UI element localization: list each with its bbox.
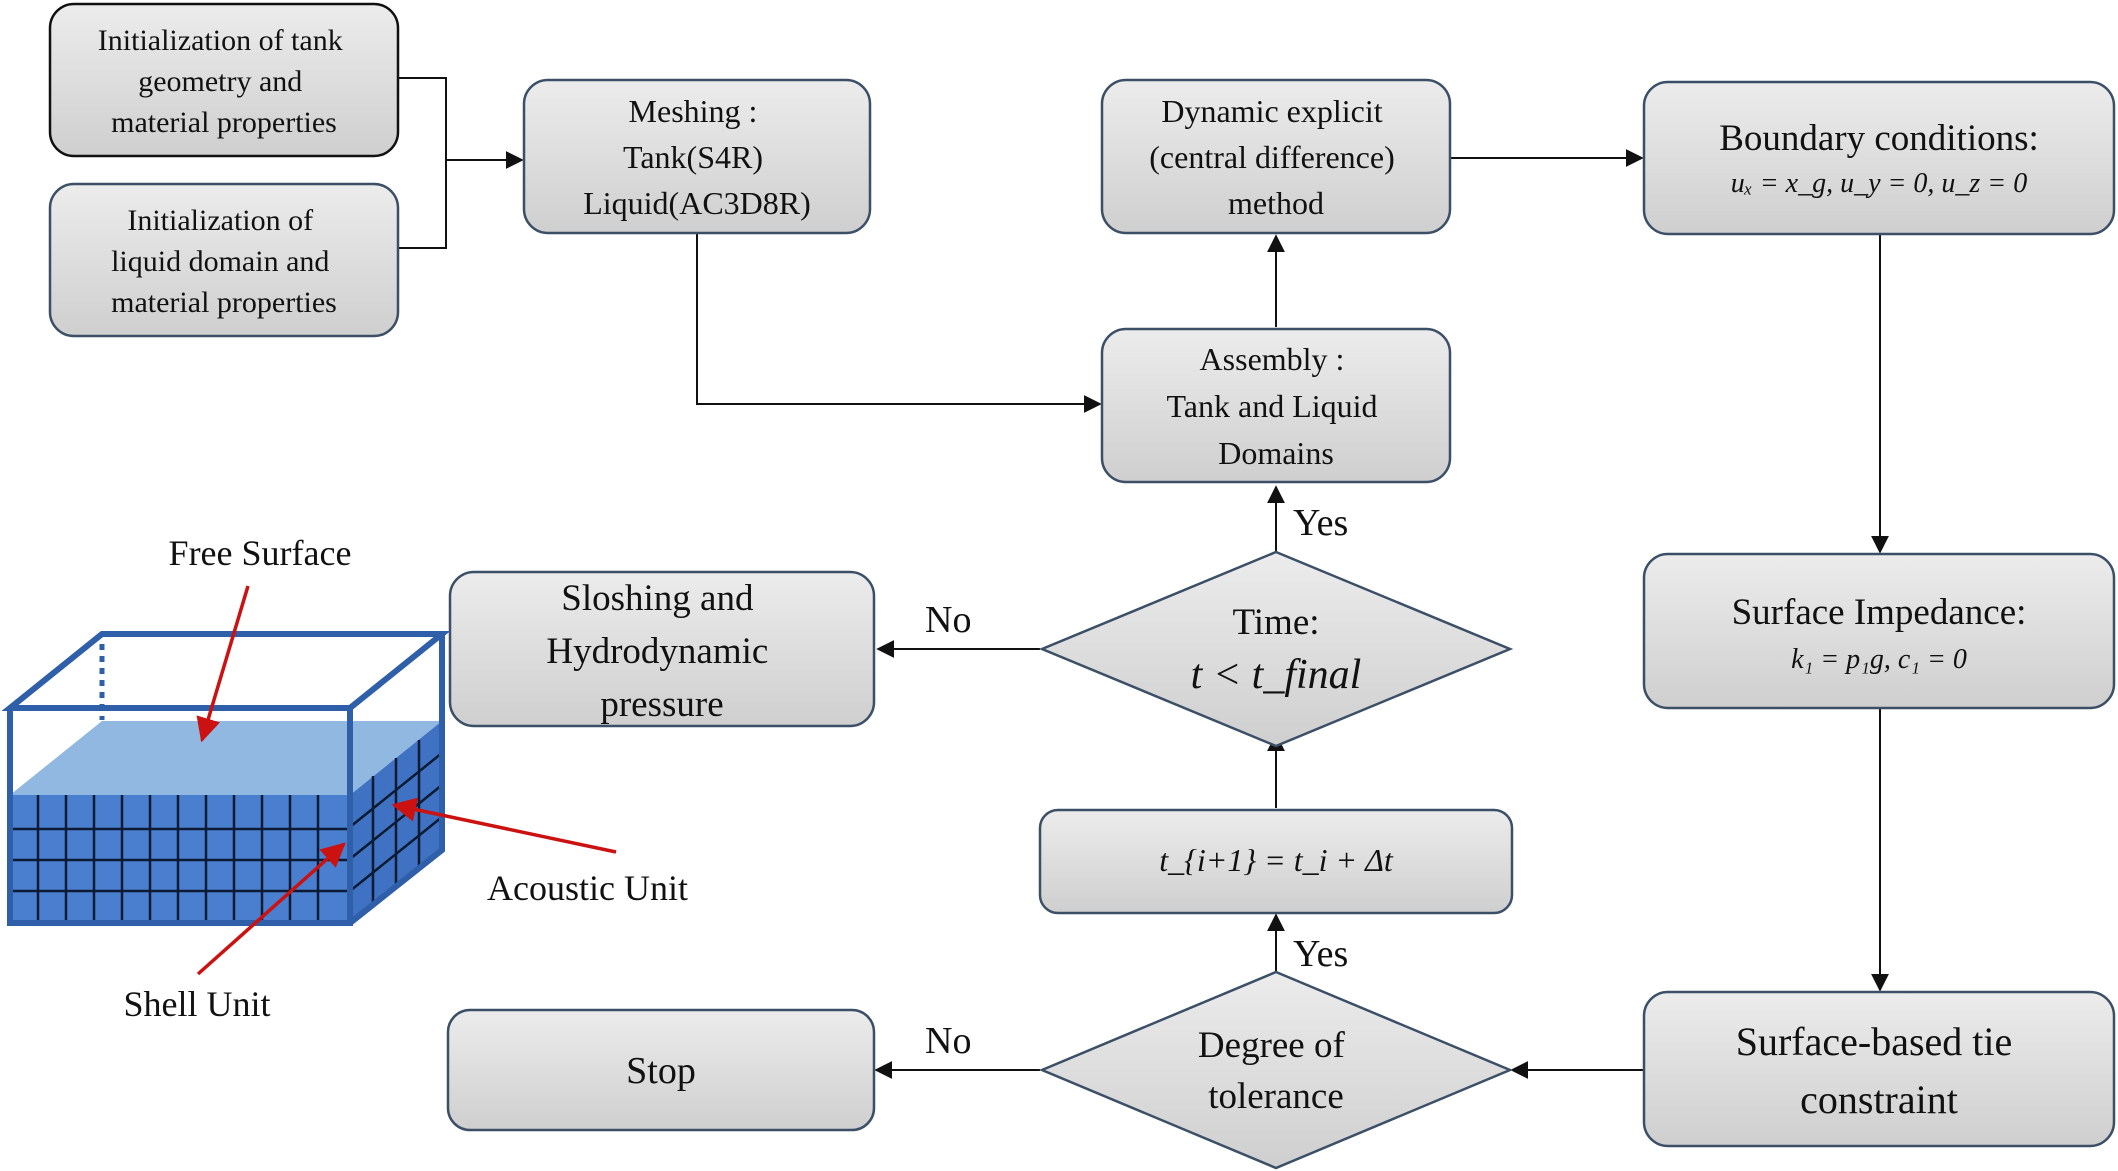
node-sloshing: Sloshing and Hydrodynamic pressure (448, 570, 876, 728)
shell-unit-arrow (196, 842, 346, 976)
node-dynamic-explicit: Dynamic explicit (central difference) me… (1100, 78, 1452, 235)
acoustic-unit-label: Acoustic Unit (487, 868, 688, 908)
tie-line-1: Surface-based tie (1736, 1019, 2013, 1064)
svg-text:Meshing : Tank(S4R): Meshing : Tank(S4R) Liquid(AC3D8R) (583, 93, 811, 221)
init-liquid-line-2: liquid domain and (111, 245, 329, 278)
svg-text:Sloshing and Hydrodynami: Sloshing and Hydrodynamic pressure (546, 578, 777, 725)
init-tank-line-1: Initialization of tank (98, 24, 343, 57)
meshing-line-3: Liquid(AC3D8R) (583, 185, 811, 221)
boundary-title: Boundary conditions: (1719, 118, 2039, 159)
dynamic-line-2: (central difference) (1149, 139, 1394, 175)
sloshing-line-3: pressure (600, 684, 723, 725)
node-tolerance-decision: Degree of tolerance (1038, 970, 1514, 1170)
assembly-line-1: Assembly : (1200, 341, 1345, 377)
edge-labels: Yes No Yes No (925, 502, 1348, 1062)
assembly-line-3: Domains (1218, 435, 1334, 471)
tank-illustration: Free Surface Acoustic Unit Shell Unit (1, 533, 688, 1024)
init-tank-line-2: geometry and (138, 65, 302, 98)
edge-label-tolerance-no: No (925, 1020, 971, 1062)
init-tank-line-3: material properties (111, 106, 337, 139)
time-equation: t < t_final (1191, 652, 1362, 698)
svg-text:Initialization of liquid: Initialization of liquid domain and mate… (111, 204, 337, 319)
impedance-title: Surface Impedance: (1732, 592, 2027, 633)
svg-text:Dynamic explicit (centra: Dynamic explicit (central difference) me… (1149, 93, 1402, 221)
shell-unit-label: Shell Unit (123, 984, 270, 1024)
meshing-line-2: Tank(S4R) (623, 139, 763, 175)
water-free-surface (10, 721, 442, 795)
node-init-tank: Initialization of tank geometry and mate… (48, 2, 400, 158)
tolerance-line-2: tolerance (1208, 1076, 1344, 1117)
edge-meshing-to-assembly (696, 233, 1102, 413)
tank-top-outline (1, 631, 451, 711)
free-surface-arrow (196, 585, 250, 743)
node-tie-constraint: Surface-based tie constraint (1642, 990, 2116, 1148)
node-time-decision: Time: t < t_final (1038, 550, 1514, 748)
sloshing-line-2: Hydrodynamic (546, 631, 768, 672)
edge-label-time-yes: Yes (1293, 502, 1348, 544)
edge-init-tank-bracket (398, 77, 447, 249)
node-surface-impedance: Surface Impedance: k₁ = p₁g, c₁ = 0 (1642, 552, 2116, 710)
node-init-liquid: Initialization of liquid domain and mate… (48, 182, 400, 338)
sloshing-line-1: Sloshing and (561, 578, 754, 619)
assembly-line-2: Tank and Liquid (1166, 388, 1377, 424)
tank-side-frame (348, 634, 445, 926)
increment-equation: t_{i+1} = t_i + Δt (1159, 842, 1394, 878)
node-boundary-conditions: Boundary conditions: uₓ = x_g, u_y = 0, … (1642, 80, 2116, 236)
free-surface-label: Free Surface (169, 533, 352, 573)
node-stop: Stop (446, 1008, 876, 1132)
meshing-line-1: Meshing : (629, 93, 758, 129)
impedance-equation: k₁ = p₁g, c₁ = 0 (1791, 644, 1967, 675)
dynamic-line-3: method (1228, 185, 1324, 221)
svg-text:Initialization of tank g: Initialization of tank geometry and mate… (98, 24, 350, 139)
init-liquid-line-3: material properties (111, 286, 337, 319)
connectors (398, 77, 1889, 1079)
edge-label-time-no: No (925, 599, 971, 641)
edge-label-tolerance-yes: Yes (1293, 933, 1348, 975)
stop-label: Stop (626, 1050, 696, 1092)
svg-text:Assembly : Tank and Liqu: Assembly : Tank and Liquid Domains (1166, 341, 1385, 471)
dynamic-line-1: Dynamic explicit (1161, 93, 1382, 129)
tolerance-line-1: Degree of (1198, 1025, 1346, 1066)
time-title: Time: (1232, 602, 1319, 643)
svg-text:Surface-based tie constr: Surface-based tie constraint (1736, 1019, 2023, 1122)
node-meshing: Meshing : Tank(S4R) Liquid(AC3D8R) (522, 78, 872, 235)
acoustic-unit-arrow (391, 797, 617, 854)
tank-front-frame (7, 708, 353, 926)
node-assembly: Assembly : Tank and Liquid Domains (1100, 327, 1452, 484)
init-liquid-line-1: Initialization of (127, 204, 313, 237)
tie-line-2: constraint (1800, 1077, 1958, 1122)
boundary-equation: uₓ = x_g, u_y = 0, u_z = 0 (1731, 168, 2027, 199)
acoustic-grid-side (349, 740, 443, 905)
svg-text:Degree of tolerance: Degree of tolerance (1198, 1025, 1354, 1117)
node-time-increment: t_{i+1} = t_i + Δt (1038, 808, 1514, 915)
